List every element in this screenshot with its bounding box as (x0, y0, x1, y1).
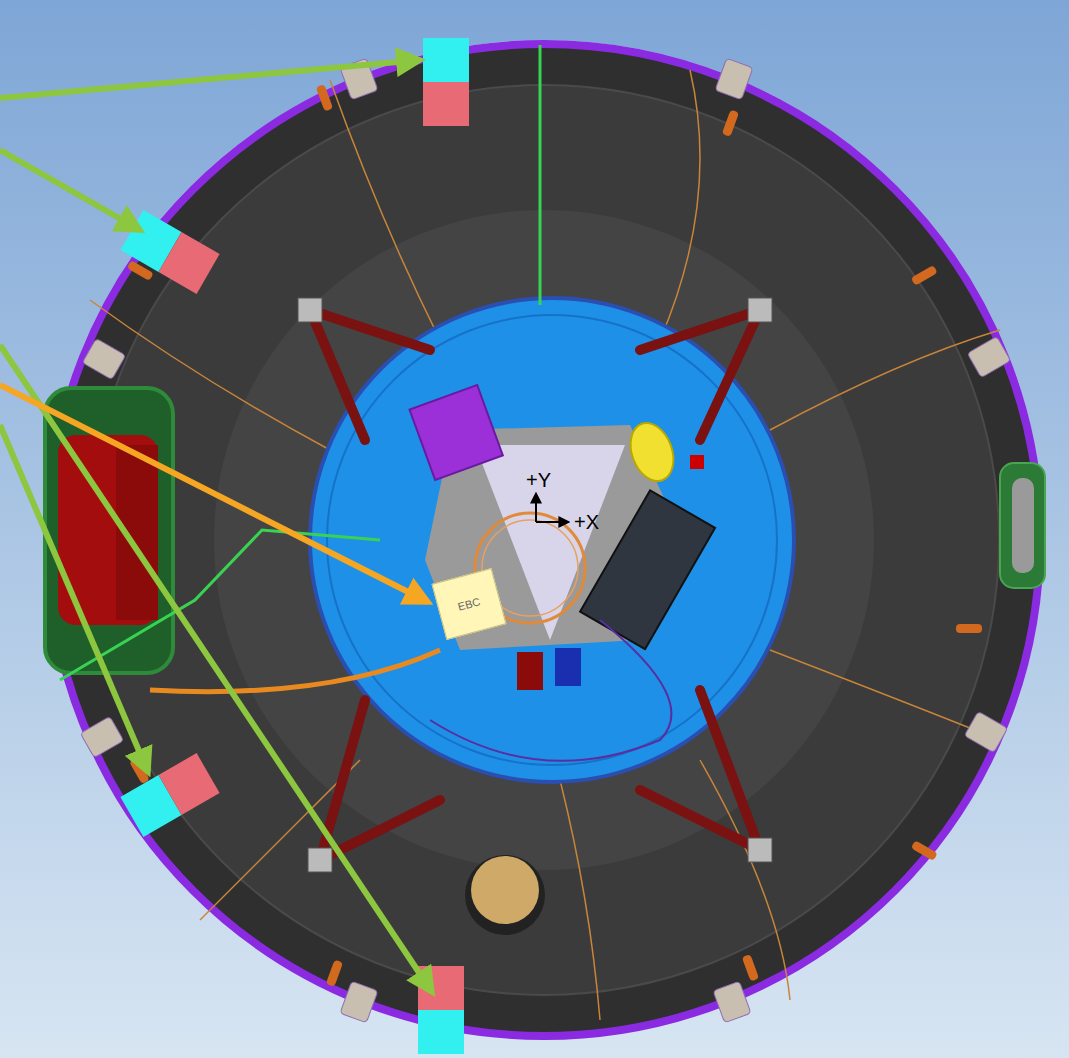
blue-box (555, 648, 581, 686)
radial-cables (90, 70, 1000, 1020)
tripod-legs (310, 310, 760, 860)
deck-inner (214, 210, 874, 870)
blue-deck-ring (327, 315, 777, 765)
axis-label: +X (574, 512, 599, 532)
box-label: EBC (457, 595, 482, 612)
blue-deck (310, 298, 794, 782)
rim-devices (80, 58, 1010, 1023)
purple-harness (430, 620, 671, 761)
hatch-frame (45, 388, 173, 673)
valve (690, 455, 704, 469)
sensor-marker (423, 38, 469, 126)
battery-pack (580, 490, 715, 649)
tan-disc (471, 856, 539, 924)
disc-rim (465, 855, 545, 935)
axis-arrow (535, 494, 537, 522)
purple-unit (410, 385, 503, 480)
deck-floor (89, 85, 999, 995)
orange-harness (150, 650, 440, 692)
right-port-window (1012, 478, 1034, 573)
leader-arrows (0, 60, 432, 992)
yellow-tank (623, 417, 681, 487)
tripod-feet (298, 298, 772, 872)
axis-label: +Y (526, 470, 551, 490)
sensor-marker (120, 210, 219, 294)
sensor-marker (120, 753, 219, 837)
outer-halo (44, 40, 1044, 1040)
green-harness (539, 45, 542, 305)
deck-rim (48, 44, 1040, 1036)
right-port (1000, 463, 1045, 588)
red-box (517, 652, 543, 690)
axis-arrow (536, 521, 568, 523)
